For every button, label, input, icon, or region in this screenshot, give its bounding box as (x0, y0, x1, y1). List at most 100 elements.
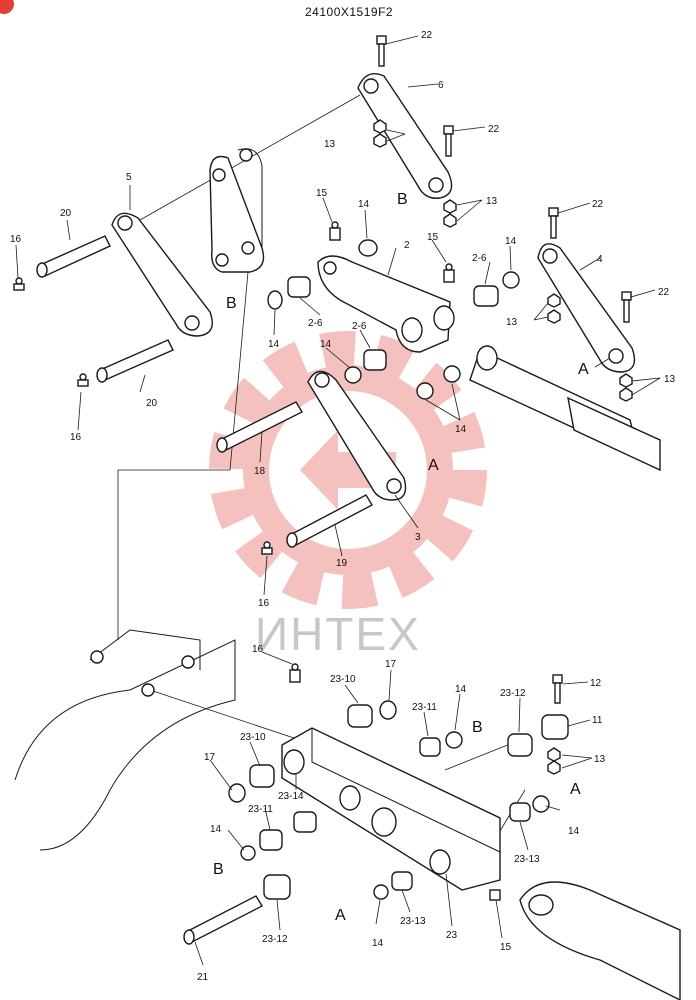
pin-20-bottom (96, 339, 174, 383)
callout-14: 14 (320, 339, 332, 350)
callout-13: 13 (324, 139, 336, 150)
callout-23-12: 23-12 (500, 688, 526, 699)
callout-23-10: 23-10 (240, 732, 266, 743)
callout-A: A (570, 781, 581, 798)
nuts-13-c (547, 293, 561, 324)
bolt-22-top (376, 35, 387, 67)
callout-18: 18 (254, 466, 266, 477)
callout-23-13: 23-13 (514, 854, 540, 865)
callout-14: 14 (455, 424, 467, 435)
nuts-13-b (443, 199, 457, 228)
callout-14: 14 (505, 236, 517, 247)
pin-20-top (36, 235, 111, 278)
lower-washers (228, 700, 550, 900)
callout-2-6: 2-6 (308, 318, 323, 329)
callout-13: 13 (664, 374, 676, 385)
callout-13: 13 (486, 196, 498, 207)
callout-23-13: 23-13 (400, 916, 426, 927)
callout-6: 6 (438, 80, 444, 91)
grease-fitting-16-a (13, 277, 25, 291)
callout-16: 16 (258, 598, 270, 609)
callout-23: 23 (446, 930, 458, 941)
bolt-22-d (621, 291, 632, 323)
pin-18 (216, 401, 303, 453)
bucket (14, 629, 236, 851)
callout-21: 21 (197, 972, 209, 983)
callout-2-6: 2-6 (472, 253, 487, 264)
callout-13: 13 (506, 317, 518, 328)
callout-A: A (428, 457, 439, 474)
callout-B: B (397, 191, 408, 208)
cylinder-rod (469, 345, 661, 472)
callout-A: A (578, 361, 589, 378)
callout-19: 19 (336, 558, 348, 569)
page-badge (0, 0, 14, 14)
callout-A: A (335, 907, 346, 924)
drawing-code: 24100X1519F2 (305, 5, 393, 19)
watermark-text: ИНТЕХ (255, 608, 421, 660)
callout-22: 22 (488, 124, 500, 135)
callout-5: 5 (126, 172, 132, 183)
grease-fitting-15-c (489, 889, 501, 901)
nuts-13-e (547, 747, 561, 775)
grease-fitting-16-c (261, 541, 273, 555)
callout-14: 14 (268, 339, 280, 350)
callout-23-11: 23-11 (412, 702, 437, 713)
callout-23-11: 23-11 (248, 804, 273, 815)
link-6 (357, 73, 453, 199)
callout-15: 15 (316, 188, 328, 199)
body-23 (281, 727, 501, 891)
pin-21 (183, 895, 263, 945)
callout-B: B (226, 295, 237, 312)
nuts-13-top (373, 119, 387, 148)
callout-3: 3 (415, 532, 421, 543)
callout-23-14: 23-14 (278, 791, 304, 802)
boom-end (519, 881, 681, 1000)
callout-14: 14 (372, 938, 384, 949)
callout-14: 14 (358, 199, 370, 210)
callout-20: 20 (146, 398, 158, 409)
callout-23-12: 23-12 (262, 934, 288, 945)
bushings-2-6 (287, 276, 499, 371)
arm-bracket (209, 148, 265, 273)
pin-19 (286, 494, 373, 548)
grease-fitting-15-a (329, 221, 341, 241)
callout-2: 2 (404, 240, 410, 251)
callout-4: 4 (597, 254, 603, 265)
callout-22: 22 (421, 30, 433, 41)
callout-17: 17 (204, 752, 216, 763)
leader-lines (15, 35, 661, 966)
link-5 (111, 212, 213, 337)
callout-17: 17 (385, 659, 397, 670)
callout-B: B (472, 719, 483, 736)
callout-16: 16 (252, 644, 264, 655)
callout-22: 22 (592, 199, 604, 210)
callout-22: 22 (658, 287, 670, 298)
callout-14: 14 (210, 824, 222, 835)
bolt-12 (552, 674, 563, 704)
link-3 (307, 370, 407, 501)
callout-15: 15 (500, 942, 512, 953)
grease-fitting-15-b (443, 263, 455, 283)
callout-14: 14 (455, 684, 467, 695)
bolt-22-c (548, 207, 559, 239)
callout-16: 16 (70, 432, 82, 443)
callout-15: 15 (427, 232, 439, 243)
washers-14 (267, 239, 520, 400)
callout-2-6: 2-6 (352, 321, 367, 332)
callout-12: 12 (590, 678, 602, 689)
grease-fitting-16-b (77, 373, 89, 387)
callout-13: 13 (594, 754, 606, 765)
link-4 (537, 243, 636, 373)
callout-23-10: 23-10 (330, 674, 356, 685)
bolt-22-b (443, 125, 454, 157)
callout-14: 14 (568, 826, 580, 837)
link-2 (317, 255, 455, 353)
lower-bushings (249, 704, 569, 900)
callout-20: 20 (60, 208, 72, 219)
callout-16: 16 (10, 234, 22, 245)
callout-11: 11 (592, 715, 603, 726)
nuts-13-d (619, 373, 633, 402)
grease-fitting-16-d (289, 663, 301, 683)
